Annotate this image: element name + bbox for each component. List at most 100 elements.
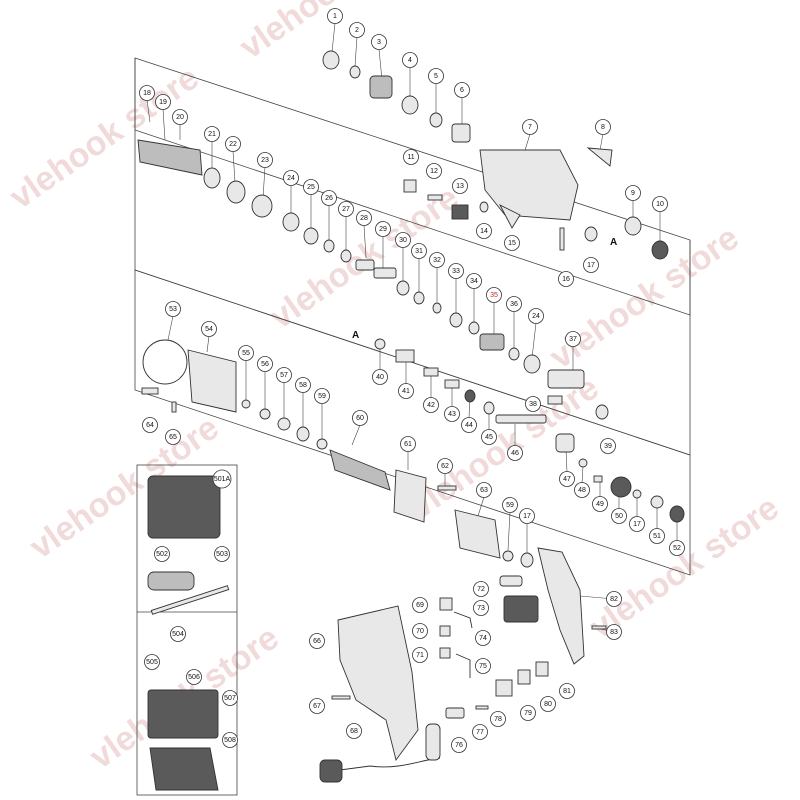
- part-43-spring: [444, 379, 460, 389]
- part-callout-71: 71: [412, 647, 428, 663]
- part-callout-23: 23: [257, 152, 273, 168]
- part-callout-79: 79: [520, 705, 536, 721]
- callout-circle: [155, 94, 171, 110]
- part-callout-49: 49: [592, 496, 608, 512]
- callout-number: 78: [494, 716, 502, 723]
- callout-circle: [528, 308, 544, 324]
- callout-number: 7: [528, 124, 532, 131]
- part-callout-37: 37: [565, 331, 581, 347]
- callout-circle: [454, 82, 470, 98]
- part-62-screw: [437, 485, 457, 491]
- callout-number: 49: [596, 501, 604, 508]
- part-30-ring: [396, 280, 410, 296]
- callout-circle: [502, 497, 518, 513]
- part-callout-30: 30: [395, 232, 411, 248]
- part-callout-59: 59: [502, 497, 518, 513]
- part-callout-43: 43: [444, 406, 460, 422]
- callout-number: 24: [287, 175, 295, 182]
- callout-number: 1: [333, 13, 337, 20]
- callout-number: 4: [408, 57, 412, 64]
- callout-circle: [411, 243, 427, 259]
- part-46-shaft: [495, 414, 547, 424]
- part-64-pin: [141, 387, 159, 395]
- part-callout-21: 21: [204, 126, 220, 142]
- callout-circle: [309, 698, 325, 714]
- callout-number: 53: [169, 306, 177, 313]
- part-callout-17: 17: [583, 257, 599, 273]
- callout-circle: [356, 210, 372, 226]
- part-callout-6: 6: [454, 82, 470, 98]
- leader-lines: [146, 22, 678, 633]
- part-22-washer: [226, 180, 246, 204]
- part-11-block: [403, 179, 417, 193]
- callout-number: 9: [631, 190, 635, 197]
- part-callout-508: 508: [222, 732, 238, 748]
- callout-circle: [142, 417, 158, 433]
- callout-number: 26: [325, 195, 333, 202]
- callout-number: 70: [416, 628, 424, 635]
- part-65-screw: [171, 401, 177, 413]
- part-32-ring: [432, 302, 442, 314]
- callout-circle: [412, 623, 428, 639]
- callout-number: 76: [455, 742, 463, 749]
- callout-number: 22: [229, 141, 237, 148]
- callout-number: 3: [377, 39, 381, 46]
- part-callout-81: 81: [559, 683, 575, 699]
- part-74-lead: [453, 611, 473, 629]
- part-69-brush-holder: [439, 597, 453, 611]
- part-27-ring: [340, 249, 352, 263]
- callout-number: 81: [563, 688, 571, 695]
- part-callout-2: 2: [349, 22, 365, 38]
- callout-circle: [452, 178, 468, 194]
- callout-circle: [139, 85, 155, 101]
- callout-circle: [276, 367, 292, 383]
- callout-circle: [321, 190, 337, 206]
- part-47-bearing: [555, 433, 575, 453]
- callout-number: 46: [511, 450, 519, 457]
- part-50-gear: [610, 476, 632, 498]
- part-21-gear: [203, 167, 221, 189]
- part-callout-44: 44: [461, 417, 477, 433]
- part-callout-28: 28: [356, 210, 372, 226]
- callout-circle: [490, 711, 506, 727]
- part-34-ring: [468, 321, 480, 335]
- part-24-ring: [282, 212, 300, 232]
- callout-circle: [559, 471, 575, 487]
- part-callout-75: 75: [475, 658, 491, 674]
- part-508-case-lid: [149, 747, 219, 791]
- part-35-gear: [479, 333, 505, 351]
- callout-number: 33: [452, 268, 460, 275]
- callout-number: 39: [604, 443, 612, 450]
- part-callout-501A: 501A: [212, 469, 232, 489]
- callout-number: 14: [480, 228, 488, 235]
- callout-circle: [400, 436, 416, 452]
- callout-number: 17: [523, 513, 531, 520]
- callout-number: 24: [532, 313, 540, 320]
- part-callout-40: 40: [372, 369, 388, 385]
- part-callout-27: 27: [338, 201, 354, 217]
- callout-number: 29: [379, 226, 387, 233]
- part-callout-11: 11: [403, 149, 419, 165]
- callout-circle: [144, 654, 160, 670]
- callout-circle: [201, 321, 217, 337]
- callout-number: 54: [205, 326, 213, 333]
- part-77-clamp: [445, 707, 465, 719]
- callout-number: 77: [476, 729, 484, 736]
- callout-circle: [473, 581, 489, 597]
- part-callout-19: 19: [155, 94, 171, 110]
- callout-circle: [309, 633, 325, 649]
- part-callout-70: 70: [412, 623, 428, 639]
- callout-number: 6: [460, 87, 464, 94]
- callout-circle: [423, 397, 439, 413]
- callout-circle: [451, 737, 467, 753]
- part-13-block: [451, 204, 469, 220]
- watermark-text: vlehook store: [3, 59, 206, 217]
- callout-number: 504: [172, 631, 184, 638]
- callout-circle: [412, 647, 428, 663]
- callout-number: 32: [433, 257, 441, 264]
- callout-number: 83: [610, 629, 618, 636]
- part-callout-54: 54: [201, 321, 217, 337]
- part-14-ring: [479, 201, 489, 213]
- callout-circle: [473, 600, 489, 616]
- part-callout-5: 5: [428, 68, 444, 84]
